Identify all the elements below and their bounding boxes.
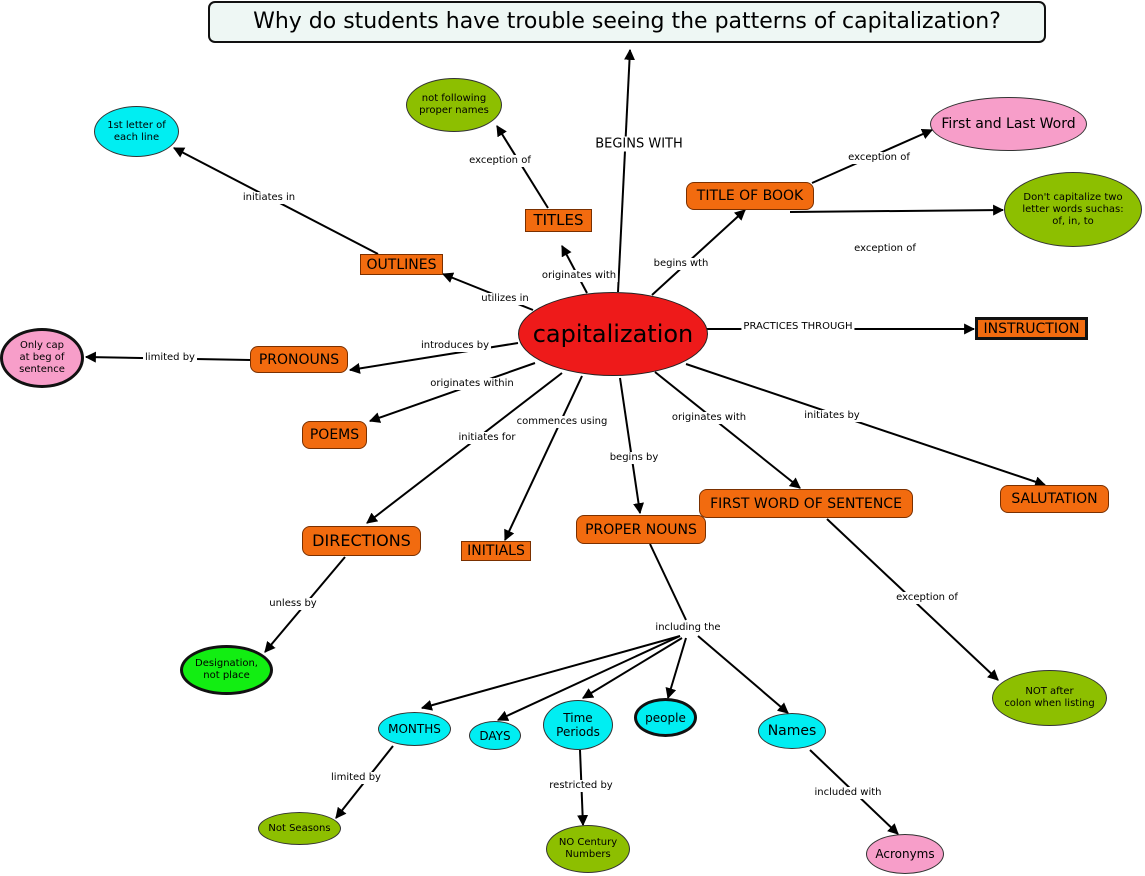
node-not-following: not following proper names bbox=[406, 78, 502, 132]
edge-label-including-the: including the bbox=[653, 622, 723, 634]
edge-hub-months bbox=[420, 635, 681, 711]
edge-book-dontcap bbox=[789, 204, 1005, 216]
node-only-cap-label: Only cap at beg of sentence bbox=[19, 340, 65, 375]
node-titles: TITLES bbox=[525, 209, 592, 232]
node-first-word: FIRST WORD OF SENTENCE bbox=[699, 489, 913, 518]
edge-center-question bbox=[617, 48, 636, 293]
edge-label-originates-with-titles: originates with bbox=[539, 270, 619, 282]
edge-center-salutation bbox=[685, 363, 1047, 488]
node-outlines: OUTLINES bbox=[360, 254, 443, 275]
node-initials-label: INITIALS bbox=[467, 543, 525, 559]
edge-label-utilizes-in: utilizes in bbox=[479, 293, 531, 305]
node-people-label: people bbox=[645, 710, 686, 725]
node-acronyms: Acronyms bbox=[866, 834, 944, 874]
node-dont-capitalize: Don't capitalize two letter words suchas… bbox=[1004, 172, 1142, 247]
node-poems: POEMS bbox=[302, 421, 367, 449]
edge-label-limited-by-only-cap: limited by bbox=[143, 352, 197, 364]
node-poems-label: POEMS bbox=[309, 427, 360, 443]
edge-propernouns-hub bbox=[649, 543, 687, 621]
node-names: Names bbox=[758, 713, 826, 749]
edge-center-poems bbox=[368, 362, 536, 423]
node-titles-label: TITLES bbox=[533, 211, 584, 229]
edge-label-begins-wth: begins wth bbox=[651, 258, 711, 270]
edge-hub-people bbox=[665, 637, 687, 700]
edge-label-limited-by-seasons: limited by bbox=[329, 772, 383, 784]
edge-label-exception-of-dont: exception of bbox=[852, 243, 918, 255]
edge-label-initiates-for: initiates for bbox=[456, 432, 518, 444]
center-node: capitalization bbox=[518, 292, 708, 376]
edge-hub-days bbox=[497, 635, 681, 721]
edge-label-exception-of-first-last: exception of bbox=[846, 152, 912, 164]
edge-center-initials bbox=[504, 375, 583, 541]
node-salutation: SALUTATION bbox=[1000, 485, 1109, 513]
node-not-following-label: not following proper names bbox=[419, 93, 489, 116]
question-text: Why do students have trouble seeing the … bbox=[253, 9, 1001, 34]
question-box: Why do students have trouble seeing the … bbox=[208, 1, 1046, 43]
node-outlines-label: OUTLINES bbox=[366, 256, 437, 273]
edge-label-practices-through: PRACTICES THROUGH bbox=[741, 321, 855, 333]
node-designation: Designation, not place bbox=[180, 645, 273, 695]
node-acronyms-label: Acronyms bbox=[875, 847, 935, 861]
node-proper-nouns: PROPER NOUNS bbox=[576, 515, 706, 544]
node-days: DAYS bbox=[469, 721, 521, 750]
edge-center-titleofbook bbox=[651, 209, 746, 296]
node-months: MONTHS bbox=[378, 712, 451, 746]
edge-label-begins-by: begins by bbox=[607, 452, 661, 464]
edge-label-originates-within: originates within bbox=[428, 378, 516, 390]
node-not-after-colon-label: NOT after colon when listing bbox=[1004, 686, 1095, 709]
node-names-label: Names bbox=[767, 723, 817, 739]
edge-label-introduces-by: introduces by bbox=[418, 340, 492, 352]
node-months-label: MONTHS bbox=[388, 722, 441, 736]
node-pronouns-label: PRONOUNS bbox=[258, 351, 340, 368]
node-salutation-label: SALUTATION bbox=[1011, 491, 1098, 507]
edge-label-initiates-by: initiates by bbox=[802, 410, 862, 422]
edge-center-titles bbox=[561, 245, 588, 294]
edge-hub-names bbox=[697, 635, 789, 714]
edge-label-begins-with: BEGINS WITH bbox=[593, 136, 685, 152]
node-first-last: First and Last Word bbox=[930, 97, 1087, 151]
edge-hub-timeperiods bbox=[582, 637, 683, 699]
node-not-after-colon: NOT after colon when listing bbox=[992, 670, 1107, 726]
node-first-letter-label: 1st letter of each line bbox=[107, 119, 166, 143]
node-proper-nouns-label: PROPER NOUNS bbox=[585, 521, 697, 538]
node-first-word-label: FIRST WORD OF SENTENCE bbox=[710, 495, 902, 512]
node-time-periods-label: Time Periods bbox=[556, 711, 600, 739]
edge-label-commences-using: commences using bbox=[514, 416, 610, 428]
node-directions: DIRECTIONS bbox=[302, 526, 421, 556]
edge-label-initiates-in: initiates in bbox=[240, 192, 298, 204]
node-instruction-label: INSTRUCTION bbox=[983, 320, 1080, 337]
node-only-cap: Only cap at beg of sentence bbox=[0, 328, 84, 388]
node-pronouns: PRONOUNS bbox=[250, 346, 348, 373]
edge-titles-notfollowing bbox=[496, 125, 549, 209]
node-people: people bbox=[634, 698, 697, 737]
edge-label-included-with: included with bbox=[812, 787, 884, 799]
edge-label-restricted-by: restricted by bbox=[547, 780, 615, 792]
node-first-last-label: First and Last Word bbox=[941, 116, 1076, 132]
node-no-century: NO Century Numbers bbox=[546, 825, 630, 873]
node-title-of-book-label: TITLE OF BOOK bbox=[696, 188, 804, 204]
edge-label-unless-by: unless by bbox=[267, 598, 319, 610]
edge-center-directions bbox=[366, 372, 563, 524]
node-instruction: INSTRUCTION bbox=[975, 317, 1088, 340]
node-time-periods: Time Periods bbox=[543, 700, 613, 750]
node-initials: INITIALS bbox=[461, 541, 531, 561]
edge-label-exception-of-titles: exception of bbox=[467, 155, 533, 167]
node-days-label: DAYS bbox=[479, 728, 511, 743]
edge-label-exception-of-colon: exception of bbox=[894, 592, 960, 604]
node-dont-capitalize-label: Don't capitalize two letter words suchas… bbox=[1022, 191, 1124, 227]
node-designation-label: Designation, not place bbox=[195, 658, 258, 681]
node-title-of-book: TITLE OF BOOK bbox=[686, 182, 814, 210]
edge-center-firstword bbox=[654, 371, 801, 489]
node-not-seasons-label: Not Seasons bbox=[268, 822, 331, 834]
node-first-letter: 1st letter of each line bbox=[94, 106, 179, 157]
node-no-century-label: NO Century Numbers bbox=[558, 837, 618, 860]
node-not-seasons: Not Seasons bbox=[258, 812, 341, 845]
edge-label-originates-with-first-word: originates with bbox=[669, 412, 749, 424]
center-label: capitalization bbox=[532, 320, 694, 348]
node-directions-label: DIRECTIONS bbox=[312, 531, 411, 550]
edge-center-propernouns bbox=[619, 377, 644, 515]
